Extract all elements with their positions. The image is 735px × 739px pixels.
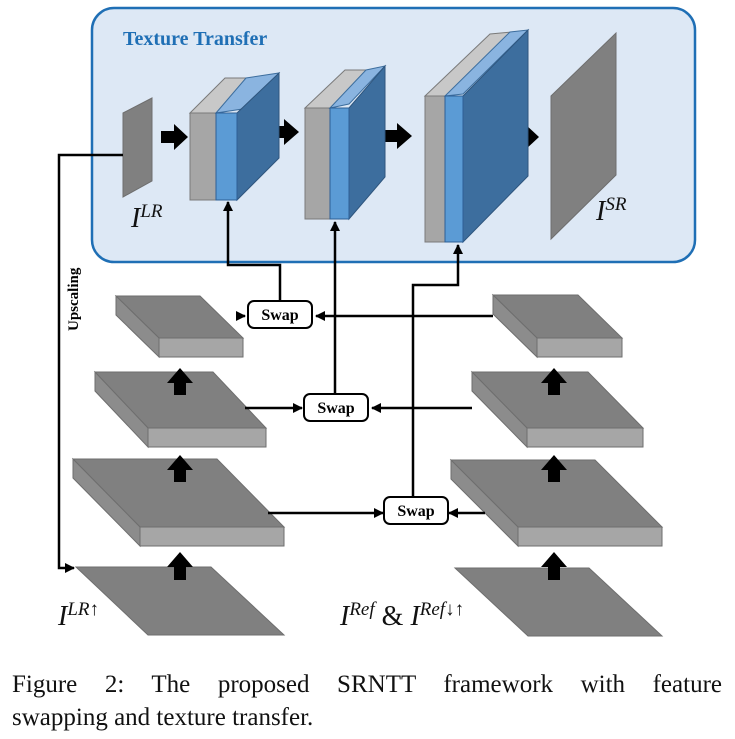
up-arrow <box>167 552 193 580</box>
left-slab-2 <box>93 370 268 449</box>
panel-title: Texture Transfer <box>123 28 267 50</box>
label-i-lr-up: ILR↑ <box>57 599 99 632</box>
label-i-lr: ILR <box>130 201 163 234</box>
flow-arrow <box>161 124 188 150</box>
label-i-sr: ISR <box>595 194 627 227</box>
swap-box-3: Swap <box>383 496 449 525</box>
right-slab-3 <box>449 458 664 548</box>
swap-box-1: Swap <box>247 300 313 329</box>
srntt-diagram: Texture Transfer ILR ISR <box>57 6 697 637</box>
left-slab-1 <box>114 294 245 359</box>
up-arrow <box>541 368 567 395</box>
sr-output-plane <box>550 31 617 241</box>
right-slab-2 <box>470 370 645 449</box>
swap-box-2: Swap <box>303 393 369 422</box>
figure-caption: Figure 2: The proposed SRNTT framework w… <box>12 668 722 734</box>
left-base-plane <box>74 566 286 636</box>
caption-line-1: Figure 2: The proposed SRNTT framework w… <box>12 671 722 698</box>
right-slab-1 <box>491 293 624 359</box>
swap-label: Swap <box>317 400 354 417</box>
label-i-ref: IRef & IRef↓↑ <box>339 599 464 632</box>
swap-label: Swap <box>397 503 434 520</box>
flow-arrow <box>385 123 412 149</box>
feature-block-1 <box>188 71 281 202</box>
connections <box>57 153 493 573</box>
feature-block-2 <box>303 64 387 221</box>
lr-input-plane <box>122 97 153 198</box>
up-arrow <box>541 455 567 482</box>
up-arrow <box>541 552 567 580</box>
right-base-plane <box>453 567 664 637</box>
up-arrow <box>167 455 193 482</box>
feature-block-3 <box>423 28 530 244</box>
flow-arrow <box>272 119 299 145</box>
upscaling-label: Upscaling <box>66 267 82 331</box>
swap-label: Swap <box>261 307 298 324</box>
up-arrow <box>167 368 193 395</box>
caption-line-2: swapping and texture transfer. <box>12 704 314 731</box>
left-slab-3 <box>71 457 286 548</box>
